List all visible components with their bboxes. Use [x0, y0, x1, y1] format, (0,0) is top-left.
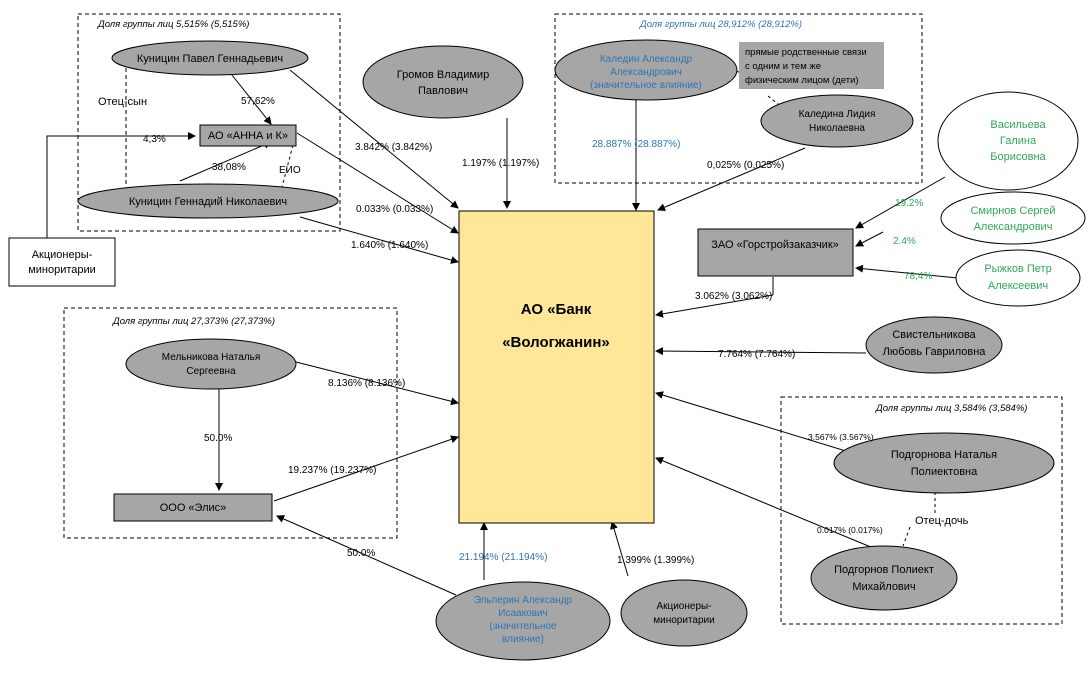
label-pct-19-2: 19.2%	[895, 198, 923, 209]
node-kaledin-line3: (значительное влияние)	[590, 80, 702, 91]
node-kaledin-line1: Каледин Александр	[600, 54, 693, 65]
node-kunitsin-gennadiy-label: Куницин Геннадий Николаевич	[129, 196, 287, 208]
node-elperin[interactable]	[435, 581, 611, 661]
label-pct-50-b: 50.0%	[347, 548, 375, 559]
node-smirnov[interactable]	[940, 191, 1086, 245]
label-pct-3842: 3.842% (3.842%)	[355, 142, 432, 153]
label-pct-3567: 3.567% (3.567%)	[808, 432, 874, 442]
group-caption-podgornova: Доля группы лиц 3,584% (3,584%)	[875, 403, 1027, 414]
group-caption-kunitsin: Доля группы лиц 5,515% (5,515%)	[97, 19, 249, 30]
label-pct-1640: 1.640% (1.640%)	[351, 240, 428, 251]
kaledin-relation-note	[739, 42, 884, 89]
label-father-daughter: Отец-дочь	[915, 515, 969, 527]
label-pct-2-4: 2.4%	[893, 236, 916, 247]
node-gromov[interactable]	[362, 45, 524, 119]
node-smirnov-line1: Смирнов Сергей	[970, 205, 1055, 217]
label-pct-4-3: 4,3%	[143, 134, 166, 145]
label-pct-0025: 0,025% (0,025%)	[707, 160, 784, 171]
node-kaledin[interactable]	[554, 39, 738, 101]
label-pct-50-a: 50.0%	[204, 433, 232, 444]
node-minority-bottom[interactable]	[620, 579, 748, 647]
node-ryzhkov-line2: Алексеевич	[988, 280, 1048, 292]
node-minority-left[interactable]	[8, 237, 116, 287]
kaledin-note-line2: с одним и тем же	[745, 61, 821, 72]
node-ryzhkov-line1: Рыжков Петр	[984, 263, 1051, 275]
node-kaledina[interactable]	[760, 94, 914, 148]
node-minority-bottom-line1: Акционеры-	[656, 601, 711, 612]
group-caption-melnikova: Доля группы лиц 27,373% (27,373%)	[112, 316, 275, 327]
node-podgornov-line1: Подгорнов Полиект	[834, 564, 934, 576]
node-svistelnikova-line1: Свистельникова	[892, 329, 976, 341]
label-pct-57: 57,62%	[241, 96, 275, 107]
label-pct-38: 38,08%	[212, 162, 246, 173]
node-smirnov-line2: Александрович	[974, 221, 1053, 233]
label-eio: ЕИО	[279, 165, 301, 176]
label-pct-21194: 21.194% (21.194%)	[459, 552, 547, 563]
kaledin-note-line1: прямые родственные связи	[745, 47, 867, 58]
label-pct-1399: 1.399% (1.399%)	[617, 555, 694, 566]
label-pct-0017: 0.017% (0.017%)	[817, 525, 883, 535]
bank-name-line1: АО «Банк	[521, 301, 592, 318]
label-pct-3062: 3.062% (3.062%)	[695, 291, 772, 302]
node-podgornova[interactable]	[833, 432, 1055, 494]
node-elis[interactable]	[113, 493, 273, 522]
node-elis-label: ООО «Элис»	[160, 502, 227, 514]
node-vasilyeva-line3: Борисовна	[990, 151, 1046, 163]
node-elperin-line4: влияние)	[502, 634, 544, 645]
label-pct-8136: 8.136% (8.136%)	[328, 378, 405, 389]
node-gorstroy[interactable]	[697, 228, 854, 277]
group-caption-kaledin: Доля группы лиц 28,912% (28,912%)	[639, 19, 802, 30]
group-frame-melnikova	[63, 307, 398, 539]
bank-box[interactable]	[458, 210, 655, 524]
node-kaledin-line2: Александрович	[610, 67, 682, 78]
node-melnikova[interactable]	[125, 338, 297, 390]
label-pct-0033: 0.033% (0.033%)	[356, 204, 433, 215]
node-elperin-line3: (значительное	[490, 621, 557, 632]
label-father-son: Отец-сын	[98, 96, 147, 108]
node-gorstroy-label: ЗАО «Горстройзаказчик»	[711, 239, 839, 251]
label-pct-19237: 19.237% (19.237%)	[288, 465, 376, 476]
label-pct-1197: 1.197% (1.197%)	[462, 158, 539, 169]
label-pct-7764: 7.764% (7.764%)	[718, 349, 795, 360]
group-frame-kaledin	[554, 13, 923, 184]
node-minority-left-line1: Акционеры-	[32, 249, 93, 261]
node-kunitsin-pavel[interactable]	[111, 40, 309, 76]
label-pct-28887: 28.887% (28.887%)	[592, 139, 680, 150]
node-melnikova-line2: Сергеевна	[186, 366, 236, 377]
node-ryzhkov[interactable]	[955, 249, 1081, 307]
group-frame-kunitsin	[77, 13, 341, 232]
node-svistelnikova-line2: Любовь Гавриловна	[883, 346, 987, 358]
node-podgornov-line2: Михайлович	[852, 581, 915, 593]
node-minority-bottom-line2: миноритарии	[653, 615, 714, 626]
node-kunitsin-gennadiy[interactable]	[77, 183, 339, 219]
node-kunitsin-pavel-label: Куницин Павел Геннадьевич	[137, 53, 283, 65]
node-vasilyeva[interactable]	[937, 91, 1079, 191]
node-podgornova-line1: Подгорнова Наталья	[891, 449, 997, 461]
node-podgornova-line2: Полиектовна	[911, 466, 978, 478]
node-gromov-line2: Павлович	[418, 85, 468, 97]
node-anna-k[interactable]	[199, 124, 297, 147]
node-elperin-line2: Исаакович	[498, 608, 547, 619]
node-vasilyeva-line1: Васильева	[990, 119, 1046, 131]
node-podgornov[interactable]	[810, 545, 958, 611]
node-melnikova-line1: Мельникова Наталья	[162, 352, 260, 363]
kaledin-note-line3: физическим лицом (дети)	[745, 75, 859, 86]
node-kaledina-line2: Николаевна	[809, 123, 865, 134]
node-elperin-line1: Эльперин Александр	[474, 595, 573, 606]
bank-name-line2: «Вологжанин»	[502, 334, 610, 351]
node-kaledina-line1: Каледина Лидия	[799, 109, 876, 120]
label-pct-78-4: 78,4%	[904, 271, 932, 282]
node-svistelnikova[interactable]	[865, 316, 1003, 374]
group-frame-podgornova	[780, 396, 1063, 625]
node-anna-k-label: АО «АННА и К»	[208, 130, 288, 142]
node-vasilyeva-line2: Галина	[1000, 135, 1037, 147]
node-minority-left-line2: миноритарии	[28, 264, 96, 276]
node-gromov-line1: Громов Владимир	[397, 69, 489, 81]
